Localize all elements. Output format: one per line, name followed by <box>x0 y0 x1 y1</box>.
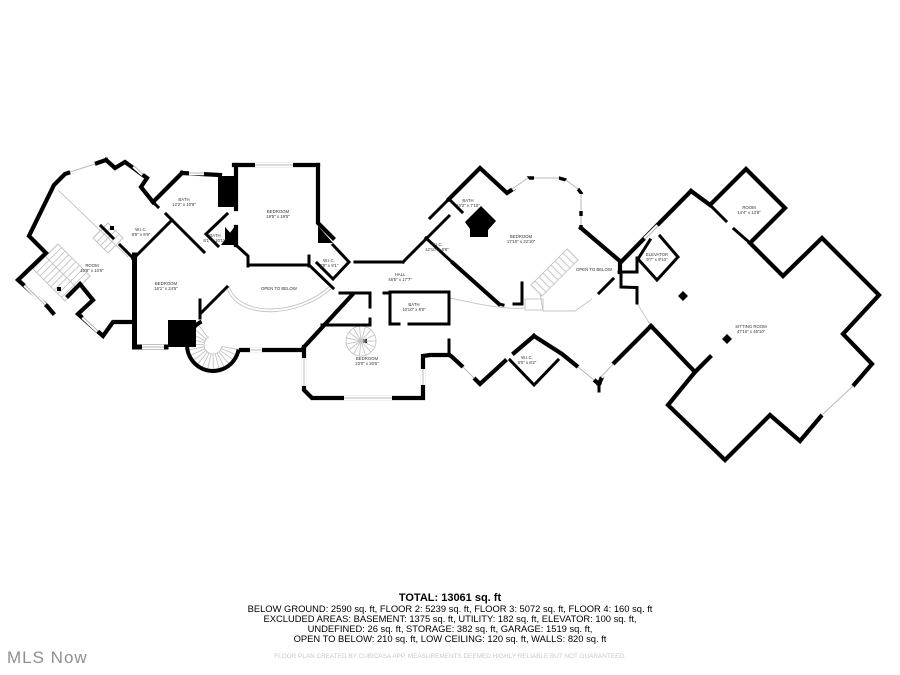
svg-text:BATH: BATH <box>209 233 220 238</box>
svg-text:BATH: BATH <box>462 198 473 203</box>
svg-text:8'9" x 8'9": 8'9" x 8'9" <box>132 232 151 237</box>
svg-text:10'2" x 7'10": 10'2" x 7'10" <box>456 203 480 208</box>
svg-text:16'1" x 24'5": 16'1" x 24'5" <box>154 286 178 291</box>
svg-text:10'10" x 8'0": 10'10" x 8'0" <box>402 307 426 312</box>
svg-text:10'8" x 10'6": 10'8" x 10'6" <box>80 268 104 273</box>
svg-text:BEDROOM: BEDROOM <box>510 234 533 239</box>
svg-text:BEDROOM: BEDROOM <box>356 356 379 361</box>
svg-text:W.I.C.: W.I.C. <box>521 355 533 360</box>
svg-text:14'4" x 13'8": 14'4" x 13'8" <box>737 210 761 215</box>
svg-text:W.I.C.: W.I.C. <box>135 227 147 232</box>
svg-text:9'7" x 9'10": 9'7" x 9'10" <box>646 257 668 262</box>
svg-text:W.I.C.: W.I.C. <box>323 258 335 263</box>
svg-text:8'0" x 8'2": 8'0" x 8'2" <box>518 360 537 365</box>
svg-text:BEDROOM: BEDROOM <box>155 281 178 286</box>
svg-text:W.I.C.: W.I.C. <box>431 242 443 247</box>
svg-text:HALL: HALL <box>395 272 406 277</box>
svg-text:BEDROOM: BEDROOM <box>267 209 290 214</box>
svg-text:46'6" x 17'7": 46'6" x 17'7" <box>388 277 412 282</box>
svg-text:ROOM: ROOM <box>742 205 756 210</box>
svg-text:8'1" x 10'11": 8'1" x 10'11" <box>203 238 227 243</box>
svg-text:BATH: BATH <box>408 302 419 307</box>
svg-text:OPEN TO BELOW: OPEN TO BELOW <box>261 286 298 291</box>
svg-text:ROOM: ROOM <box>85 263 99 268</box>
svg-text:SITTING ROOM: SITTING ROOM <box>735 324 767 329</box>
svg-text:12'10" x 8'8": 12'10" x 8'8" <box>425 247 449 252</box>
svg-text:12'2" x 10'9": 12'2" x 10'9" <box>172 202 196 207</box>
svg-text:OPEN TO BELOW: OPEN TO BELOW <box>576 267 613 272</box>
svg-text:19'5" x 19'5": 19'5" x 19'5" <box>266 214 290 219</box>
svg-text:ELEVATOR: ELEVATOR <box>646 252 668 257</box>
svg-text:17'10" x 22'10": 17'10" x 22'10" <box>507 239 536 244</box>
svg-text:8'9" x 9'1": 8'9" x 9'1" <box>320 263 339 268</box>
svg-text:23'0" x 20'5": 23'0" x 20'5" <box>355 361 379 366</box>
svg-text:47'10" x 45'10": 47'10" x 45'10" <box>737 329 766 334</box>
svg-text:BATH: BATH <box>178 197 189 202</box>
